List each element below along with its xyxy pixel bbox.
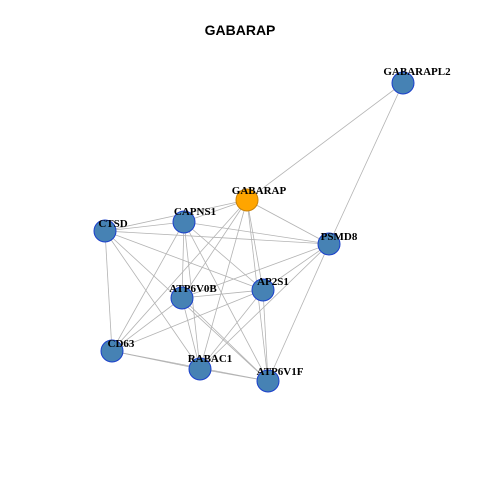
edge-gabarap-atp6v0b <box>181 199 248 299</box>
edge-ap2s1-atp6v1f <box>262 289 269 382</box>
node-label-gabarapl2: GABARAPL2 <box>383 66 451 78</box>
node-label-ctsd: CTSD <box>98 218 127 230</box>
edge-capns1-ap2s1 <box>183 221 264 291</box>
edge-ap2s1-rabac1 <box>199 289 264 370</box>
edge-gabarap-gabarapl2 <box>246 82 404 201</box>
edge-atp6v0b-rabac1 <box>181 297 201 370</box>
node-label-gabarap: GABARAP <box>232 185 287 197</box>
node-label-capns1: CAPNS1 <box>174 206 216 218</box>
edge-ctsd-psmd8 <box>104 230 330 245</box>
node-label-cd63: CD63 <box>108 338 135 350</box>
edge-capns1-cd63 <box>111 221 185 352</box>
node-psmd8[interactable] <box>317 232 341 256</box>
edge-psmd8-atp6v0b <box>181 243 330 299</box>
edge-gabarap-cd63 <box>111 199 248 352</box>
node-ctsd[interactable] <box>93 219 117 243</box>
edge-capns1-atp6v1f <box>183 221 269 382</box>
node-rabac1[interactable] <box>188 357 212 381</box>
edge-psmd8-ap2s1 <box>262 243 330 291</box>
edge-atp6v0b-atp6v1f <box>181 297 269 382</box>
edge-ctsd-cd63 <box>104 230 113 352</box>
edge-gabarap-ap2s1 <box>246 199 264 291</box>
edge-atp6v0b-cd63 <box>111 297 183 352</box>
node-gabarapl2[interactable] <box>391 71 415 95</box>
edge-layer <box>104 82 404 382</box>
edge-psmd8-atp6v1f <box>267 243 330 382</box>
edge-ctsd-rabac1 <box>104 230 201 370</box>
edge-ctsd-ap2s1 <box>104 230 264 291</box>
node-label-rabac1: RABAC1 <box>188 353 233 365</box>
edge-gabarapl2-psmd8 <box>328 82 404 245</box>
graph-title: GABARAP <box>204 22 276 38</box>
node-label-atp6v0b: ATP6V0B <box>169 283 217 295</box>
node-gabarap[interactable] <box>235 188 259 212</box>
edge-ctsd-capns1 <box>104 221 185 232</box>
node-label-ap2s1: AP2S1 <box>257 276 289 288</box>
edge-gabarap-rabac1 <box>199 199 248 370</box>
edge-capns1-atp6v0b <box>181 221 185 299</box>
edge-psmd8-rabac1 <box>199 243 330 370</box>
node-cd63[interactable] <box>100 339 124 363</box>
node-atp6v0b[interactable] <box>170 286 194 310</box>
node-ap2s1[interactable] <box>251 278 275 302</box>
node-capns1[interactable] <box>172 210 196 234</box>
edge-gabarap-psmd8 <box>246 199 330 245</box>
node-label-atp6v1f: ATP6V1F <box>257 366 304 378</box>
node-layer <box>93 71 415 393</box>
edge-ap2s1-atp6v0b <box>181 289 264 299</box>
edge-rabac1-atp6v1f <box>199 368 269 382</box>
edge-capns1-psmd8 <box>183 221 330 245</box>
node-label-psmd8: PSMD8 <box>321 231 358 243</box>
node-atp6v1f[interactable] <box>256 369 280 393</box>
